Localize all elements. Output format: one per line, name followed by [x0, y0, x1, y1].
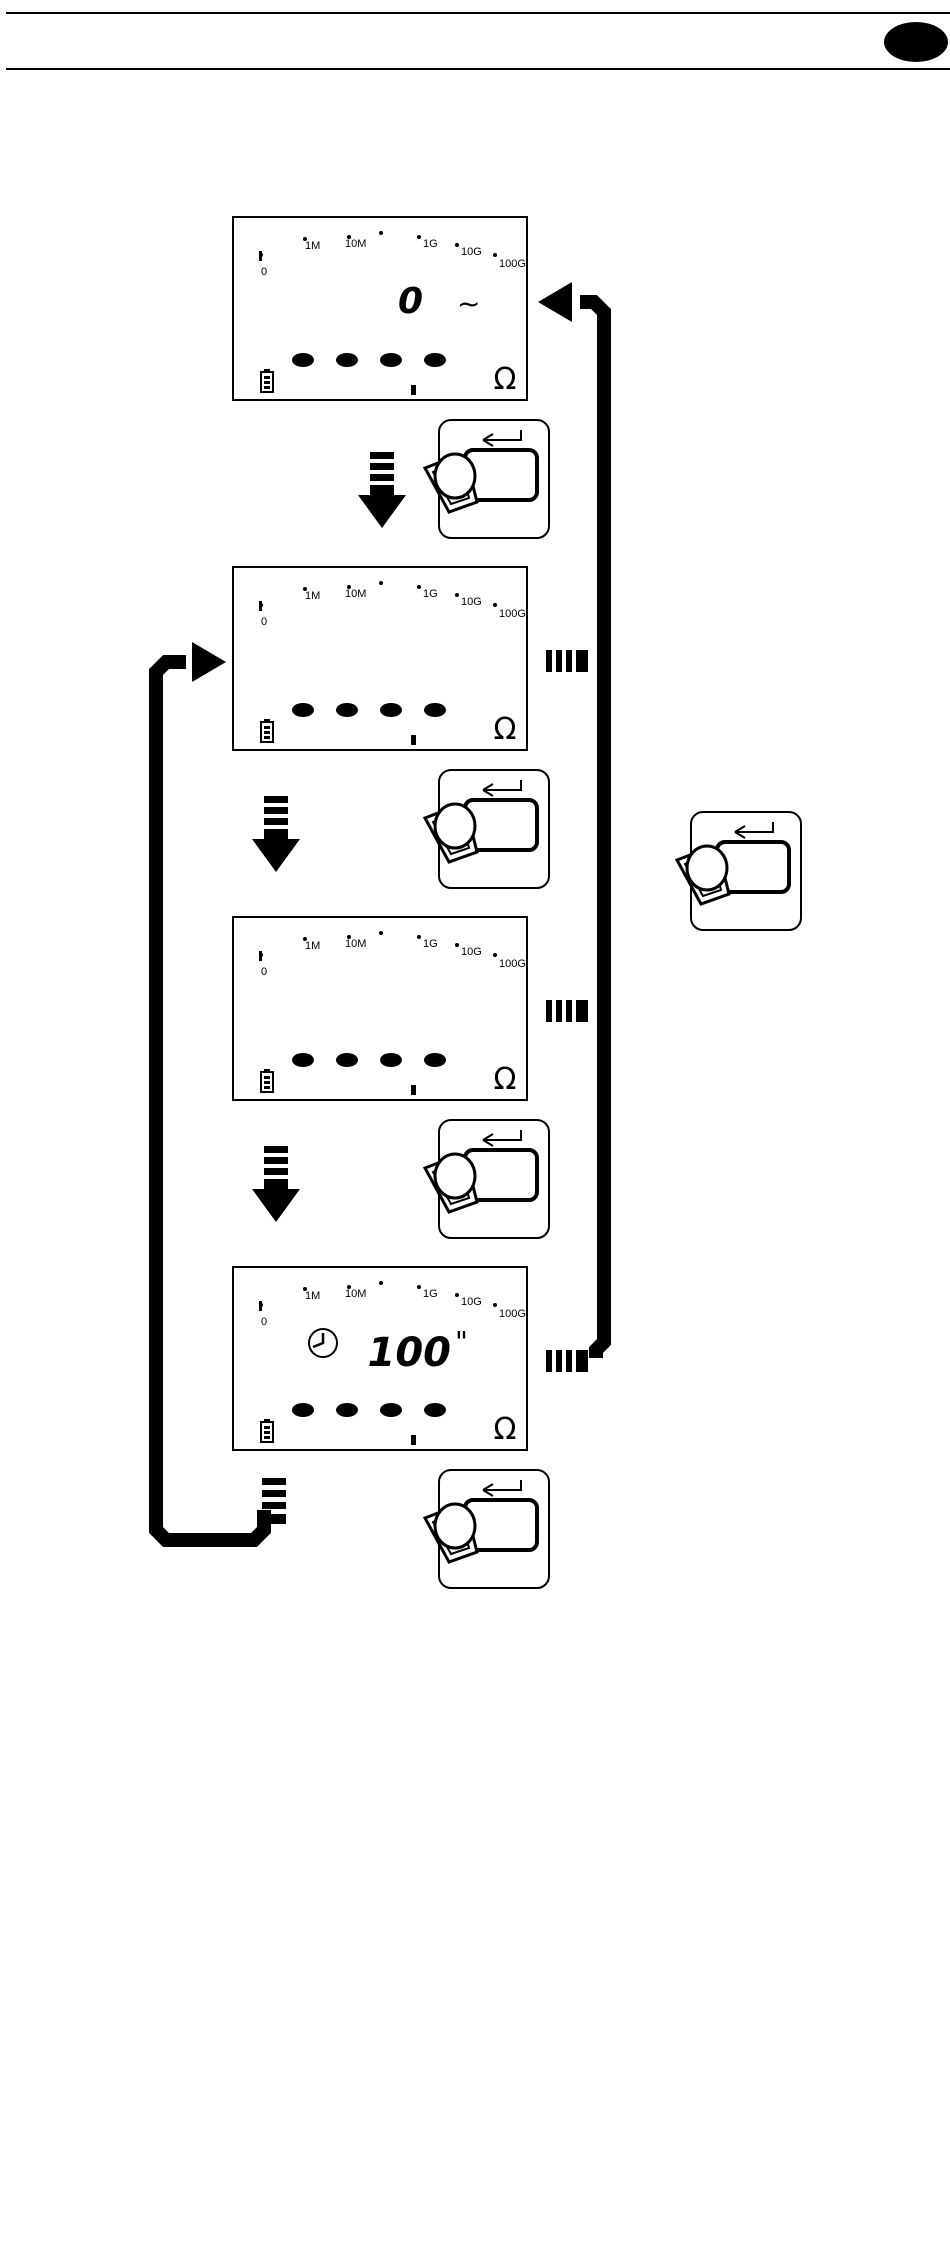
scale-label: 100G: [499, 258, 526, 270]
scale-tick: [259, 601, 262, 611]
down-arrow-icon: [358, 452, 406, 528]
cursor-marker: [411, 385, 416, 395]
lcd-secondary-symbol: ": [455, 1325, 468, 1358]
scale-tick: [379, 931, 383, 935]
dash-connector-screen-3: [546, 1000, 588, 1022]
scale-label: 10G: [461, 946, 482, 958]
unit-symbol: Ω: [494, 712, 517, 747]
scale-label: 10G: [461, 246, 482, 258]
scale-tick: [379, 1281, 383, 1285]
unit-symbol: Ω: [494, 1062, 517, 1097]
lcd-screen-4: 0 1M 10M 1G 10G 100G 100" Ω: [233, 1267, 527, 1450]
scale-tick: [493, 253, 497, 257]
enter-button-icon: [425, 1120, 549, 1238]
dash-connector-screen-4: [546, 1350, 588, 1372]
scale-tick: [493, 1303, 497, 1307]
scale-label: 100G: [499, 958, 526, 970]
scale-label: 10G: [461, 1296, 482, 1308]
scale-tick: [493, 953, 497, 957]
lcd-frame: [233, 567, 527, 750]
lcd-screen-3: 0 1M 10M 1G 10G 100G Ω: [233, 917, 527, 1100]
scale-label: 1M: [305, 590, 320, 602]
scale-label: 1G: [423, 588, 438, 600]
lcd-secondary-symbol: ~: [457, 287, 480, 320]
return-flow-arrowhead-left: [192, 642, 226, 682]
scale-label: 1G: [423, 1288, 438, 1300]
scale-tick: [417, 235, 421, 239]
lcd-frame: [233, 917, 527, 1100]
scale-label: 10M: [345, 1288, 366, 1300]
scale-tick: [455, 943, 459, 947]
lcd-frame: [233, 217, 527, 400]
lcd-screen-2: 0 1M 10M 1G 10G 100G Ω: [233, 567, 527, 750]
return-flow-line-right: [580, 302, 604, 1358]
scale-label: 0: [261, 966, 267, 978]
lcd-main-value: 100: [368, 1330, 452, 1376]
scale-tick: [455, 593, 459, 597]
unit-symbol: Ω: [494, 362, 517, 397]
scale-tick: [417, 585, 421, 589]
lcd-screen-1: 0 1M 10M 1G 10G 100G 0 ~ Ω: [233, 217, 527, 400]
lcd-main-value: 0: [398, 281, 423, 322]
scale-label: 1M: [305, 240, 320, 252]
enter-button-icon: [425, 1470, 549, 1588]
cursor-marker: [411, 1435, 416, 1445]
cursor-marker: [411, 1085, 416, 1095]
scale-tick: [379, 231, 383, 235]
unit-symbol: Ω: [494, 1412, 517, 1447]
down-arrow-icon: [252, 796, 300, 872]
scale-tick: [259, 1301, 262, 1311]
return-flow-arrowhead-right: [538, 282, 572, 322]
scale-tick: [379, 581, 383, 585]
scale-label: 0: [261, 1316, 267, 1328]
scale-label: 1G: [423, 938, 438, 950]
scale-tick: [455, 1293, 459, 1297]
enter-button-icon: [425, 420, 549, 538]
scale-label: 10M: [345, 238, 366, 250]
scale-label: 10M: [345, 588, 366, 600]
scale-tick: [493, 603, 497, 607]
scale-label: 1M: [305, 940, 320, 952]
enter-button-icon-hold: [677, 812, 801, 930]
scale-tick: [259, 951, 262, 961]
scale-label: 0: [261, 616, 267, 628]
enter-button-icon: [425, 770, 549, 888]
down-arrow-icon: [252, 1146, 300, 1222]
scale-tick: [455, 243, 459, 247]
scale-tick: [417, 935, 421, 939]
cursor-marker: [411, 735, 416, 745]
scale-label: 1M: [305, 1290, 320, 1302]
scale-label: 10M: [345, 938, 366, 950]
scale-tick: [259, 251, 262, 261]
dash-connector-screen-2: [546, 650, 588, 672]
scale-label: 100G: [499, 1308, 526, 1320]
scale-label: 0: [261, 266, 267, 278]
scale-label: 1G: [423, 238, 438, 250]
scale-label: 100G: [499, 608, 526, 620]
scale-tick: [417, 1285, 421, 1289]
scale-label: 10G: [461, 596, 482, 608]
dash-connector-bottom: [262, 1478, 286, 1524]
